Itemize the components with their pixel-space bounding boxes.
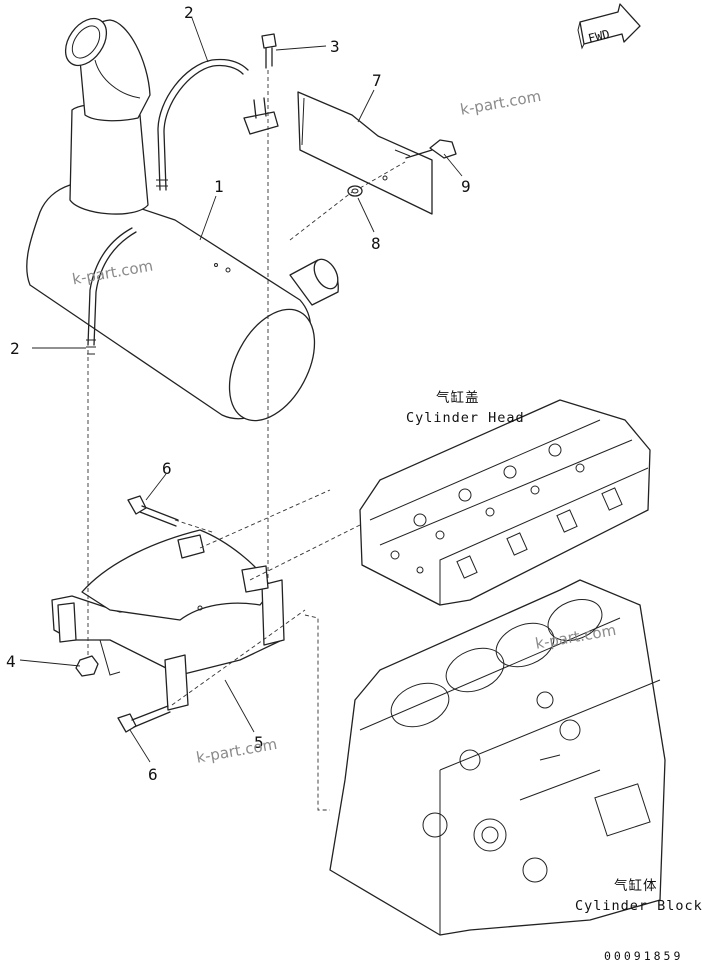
callout-5: 5 bbox=[254, 733, 264, 752]
leader-lines bbox=[19, 17, 463, 763]
flange-bolt-top-part bbox=[127, 495, 179, 527]
watermark: k-part.com bbox=[459, 87, 543, 119]
callout-2-left: 2 bbox=[10, 339, 20, 358]
nut-part bbox=[75, 655, 99, 677]
cylinder-head-part bbox=[359, 399, 651, 606]
heat-shield-part bbox=[297, 91, 457, 215]
cylinder-block-label-en: Cylinder Block bbox=[575, 898, 702, 914]
catalog-id: 00091859 bbox=[604, 949, 683, 963]
assembly-lines bbox=[87, 70, 406, 811]
fwd-arrow-icon: FWD bbox=[577, 3, 641, 50]
callout-7: 7 bbox=[372, 71, 382, 90]
callout-9: 9 bbox=[461, 177, 471, 196]
cylinder-head-label-en: Cylinder Head bbox=[406, 410, 525, 426]
flange-bolt-bottom-part bbox=[117, 705, 171, 733]
cylinder-head-label-cn: 气缸盖 bbox=[436, 389, 480, 406]
callout-1: 1 bbox=[214, 177, 224, 196]
callout-4: 4 bbox=[6, 652, 16, 671]
callout-6-bottom: 6 bbox=[148, 765, 158, 784]
fwd-text: FWD bbox=[587, 27, 611, 46]
watermark: k-part.com bbox=[195, 735, 279, 767]
u-bolt-part bbox=[86, 58, 249, 355]
callout-8: 8 bbox=[371, 234, 381, 253]
clamp-bolt-part bbox=[243, 33, 279, 135]
callout-6-top: 6 bbox=[162, 459, 172, 478]
bracket-part bbox=[51, 529, 285, 711]
callout-3: 3 bbox=[330, 37, 340, 56]
cylinder-block-label-cn: 气缸体 bbox=[614, 877, 658, 894]
muffler-part bbox=[26, 17, 339, 422]
callout-2-top: 2 bbox=[184, 3, 194, 22]
cylinder-block-part bbox=[329, 579, 666, 936]
